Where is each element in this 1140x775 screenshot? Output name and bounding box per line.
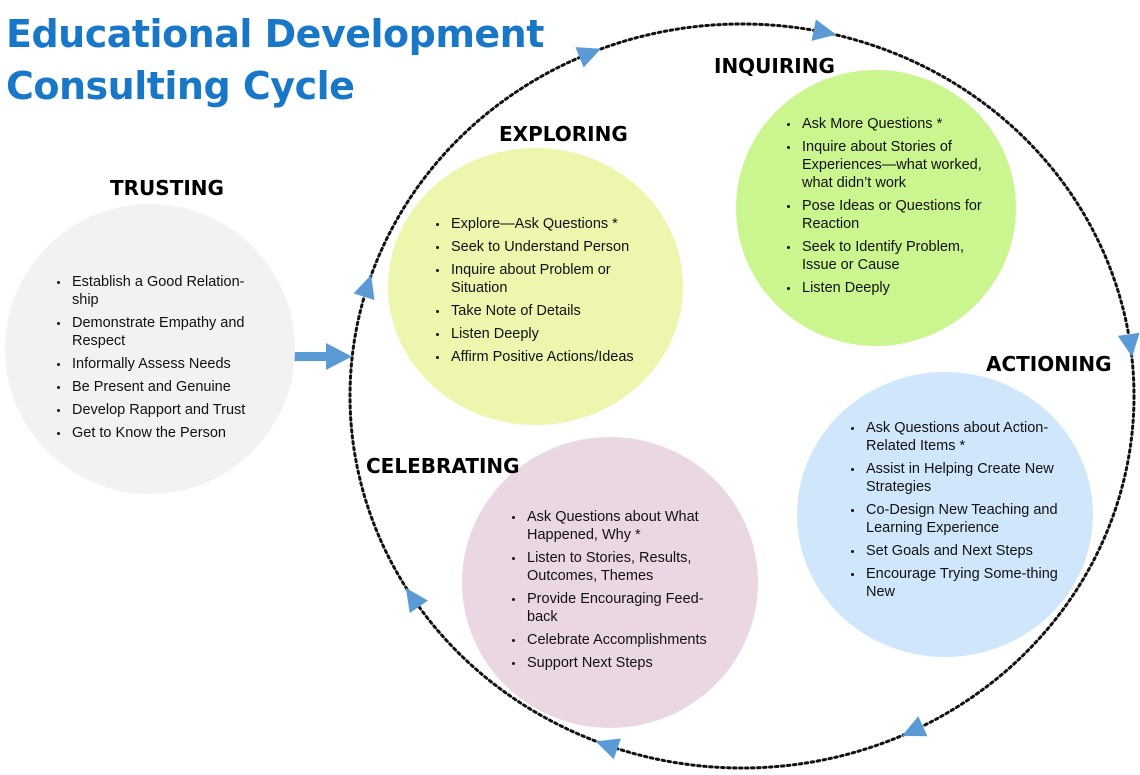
list-item: Assist in Helping Create New Strategies [864,460,1064,496]
trusting-heading: TRUSTING [110,176,224,200]
entry-arrow-head [326,343,352,370]
cycle-arrows [353,19,1140,760]
trusting-circle [5,204,295,494]
list-item: Get to Know the Person [70,424,265,442]
cycle-arrowhead [811,19,837,41]
entry-arrow [294,343,352,370]
exploring-heading: EXPLORING [499,122,628,146]
list-item: Listen Deeply [449,325,659,343]
cycle-arrowhead [575,47,601,68]
cycle-arrowhead [1117,332,1140,358]
list-item: Demonstrate Empathy and Respect [70,314,265,350]
list-item: Co-Design New Teaching and Learning Expe… [864,501,1064,537]
list-item: Inquire about Problem or Situation [449,261,659,297]
actioning-heading: ACTIONING [986,352,1112,376]
celebrating-list: Ask Questions about What Happened, Why *… [507,508,725,677]
list-item: Ask More Questions * [800,115,990,133]
list-item: Pose Ideas or Questions for Reaction [800,197,990,233]
inquiring-circle [736,70,1016,346]
list-item: Support Next Steps [525,654,725,672]
list-item: Listen to Stories, Results, Outcomes, Th… [525,549,725,585]
celebrating-heading: CELEBRATING [366,454,520,478]
list-item: Ask Questions about Action-Related Items… [864,419,1064,455]
cycle-dotted-ring [348,22,1136,770]
list-item: Take Note of Details [449,302,659,320]
list-item: Develop Rapport and Trust [70,401,265,419]
list-item: Listen Deeply [800,279,990,297]
title-line-1: Educational Development [6,12,544,56]
celebrating-circle [462,437,758,728]
list-item: Seek to Identify Problem, Issue or Cause [800,238,990,274]
list-item: Informally Assess Needs [70,355,265,373]
inquiring-heading: INQUIRING [714,54,835,78]
list-item: Explore—Ask Questions * [449,215,659,233]
diagram-title: Educational Development Consulting Cycle [6,8,544,112]
list-item: Encourage Trying Some-thing New [864,565,1064,601]
list-item: Establish a Good Relation-ship [70,273,265,309]
cycle-arrowhead [353,274,375,301]
list-item: Celebrate Accomplishments [525,631,725,649]
cycle-arrowhead [595,738,621,760]
entry-arrow-shaft [294,352,328,361]
list-item: Set Goals and Next Steps [864,542,1064,560]
title-line-2: Consulting Cycle [6,64,355,108]
cycle-arrowhead [405,587,428,614]
actioning-circle [797,372,1093,657]
list-item: Seek to Understand Person [449,238,659,256]
list-item: Affirm Positive Actions/Ideas [449,348,659,366]
inquiring-list: Ask More Questions * Inquire about Storie… [782,115,990,302]
list-item: Inquire about Stories of Experiences—wha… [800,138,990,192]
exploring-list: Explore—Ask Questions * Seek to Understan… [431,215,659,371]
list-item: Be Present and Genuine [70,378,265,396]
list-item: Provide Encouraging Feed-back [525,590,725,626]
actioning-list: Ask Questions about Action-Related Items… [846,419,1064,606]
trusting-list: Establish a Good Relation-shipDemonstrat… [52,273,265,447]
exploring-circle [388,148,683,425]
cycle-arrowhead [901,716,928,737]
list-item: Ask Questions about What Happened, Why * [525,508,725,544]
